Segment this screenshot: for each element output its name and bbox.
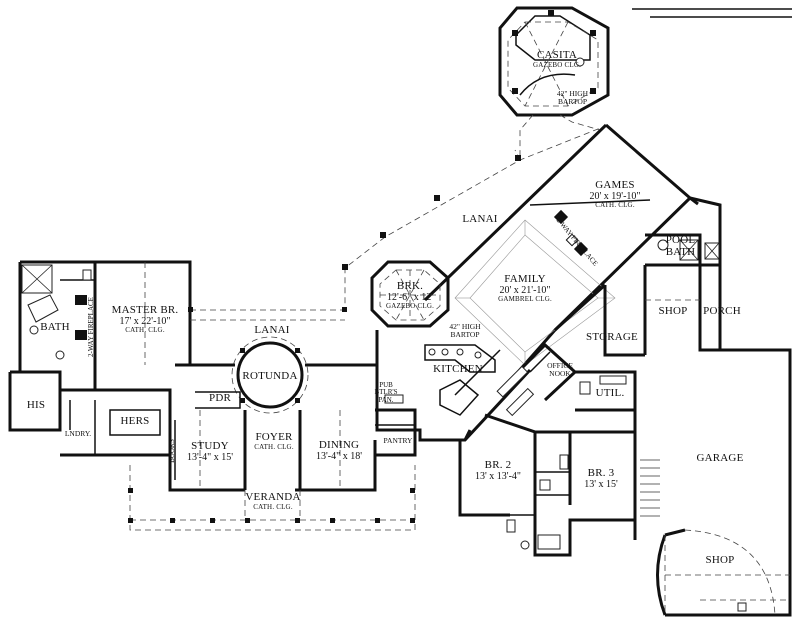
veranda-name: VERANDA (245, 491, 301, 503)
office-nook-line2: NOOK (549, 368, 571, 378)
games-label: GAMES 20' x 19'-10" CATH. CLG. (575, 179, 655, 210)
foyer-name: FOYER (255, 431, 293, 443)
games-sub: CATH. CLG. (595, 201, 635, 210)
family-name: FAMILY (504, 273, 546, 285)
pool-bath-label: POOL BATH (658, 234, 703, 258)
casita-label: CASITA GAZEBO CLG. (527, 49, 587, 69)
master-br-dim: 17' x 22'-10" (119, 315, 171, 327)
storage-label: STORAGE (586, 331, 638, 343)
br3-name: BR. 3 (587, 467, 615, 479)
util-label: UTIL. (595, 387, 625, 399)
hers-label: HERS (120, 415, 150, 427)
foyer-label: FOYER CATH. CLG. (248, 431, 300, 451)
shop-bottom-label: SHOP (705, 554, 735, 566)
garage-label: GARAGE (696, 452, 744, 464)
casita-walls (498, 6, 610, 117)
family-sub: GAMBREL CLG. (498, 295, 552, 304)
master-bath-label: BATH (40, 321, 70, 333)
pool-bath-line2: BATH (665, 245, 696, 258)
master-br-name: MASTER BR. (111, 304, 179, 316)
br3-label: BR. 3 13' x 15' (574, 467, 628, 490)
br3-dim: 13' x 15' (584, 478, 618, 490)
rotunda-label: ROTUNDA (242, 370, 298, 382)
kitchen-walls (370, 260, 578, 442)
casita-name: CASITA (536, 49, 578, 61)
butlers-pantry-label: PUB BTLR'S PAN. (370, 381, 402, 404)
veranda-label: VERANDA CATH. CLG. (240, 491, 306, 511)
kitchen-label: KITCHEN (433, 363, 483, 375)
casita-sub: GAZEBO CLG. (532, 60, 582, 69)
casita-bartop-label: 42" HIGH BARTOP (545, 90, 600, 106)
study-label: STUDY 13'-4" x 15' (178, 440, 242, 463)
br2-name: BR. 2 (484, 459, 512, 471)
kitchen-bartop-line1: 42" HIGH (449, 322, 481, 331)
bedroom-wing-walls (458, 413, 635, 557)
pool-bath-line1: POOL (665, 234, 696, 246)
books-label: BOOKS (168, 439, 176, 463)
foyer-sub: CATH. CLG. (254, 442, 294, 451)
study-dim: 13'-4" x 15' (186, 451, 233, 463)
brk-dim: 12'-6" x 12' (386, 291, 433, 303)
dining-dim: 13'-4" x 18' (315, 450, 362, 462)
family-dim: 20' x 21'-10" (499, 284, 551, 296)
service-wing-walls (553, 233, 722, 412)
master-br-sub: CATH. CLG. (125, 326, 165, 335)
dining-name: DINING (318, 439, 360, 451)
brk-label: BRK. 12'-6" x 12' GAZEBO CLG. (372, 280, 448, 311)
office-nook-label: OFFICE NOOK (540, 362, 580, 378)
butlers-pantry-line3: PAN. (378, 395, 394, 404)
br2-label: BR. 2 13' x 13'-4" (468, 459, 528, 482)
butlers-pantry-line1: PUB (379, 381, 393, 389)
study-name: STUDY (191, 440, 229, 452)
kitchen-bartop-line2: BARTOP (450, 329, 480, 339)
shop-top-label: SHOP (658, 305, 688, 317)
dining-label: DINING 13'-4" x 18' (305, 439, 373, 462)
his-label: HIS (26, 399, 46, 411)
lndry-label: LNDRY. (64, 429, 92, 438)
kitchen-bartop-label: 42" HIGH BARTOP (440, 323, 490, 339)
casita-bartop-line1: 42" HIGH (556, 89, 589, 98)
brk-sub: GAZEBO CLG. (385, 302, 435, 311)
master-fireplace-label: 2-WAY FIREPLACE (87, 297, 95, 357)
veranda-sub: CATH. CLG. (253, 502, 293, 511)
garage-walls (633, 348, 792, 617)
brk-name: BRK. (396, 280, 424, 292)
closet-walls (8, 370, 172, 457)
porch-label: PORCH (703, 305, 741, 317)
pantry-label: PANTRY (383, 436, 413, 445)
family-label: FAMILY 20' x 21'-10" GAMBREL CLG. (480, 273, 570, 304)
games-name: GAMES (595, 179, 635, 191)
butlers-pantry-line2: BTLR'S (374, 388, 398, 397)
master-br-label: MASTER BR. 17' x 22'-10" CATH. CLG. (105, 304, 185, 335)
casita-bartop-line2: BARTOP (557, 96, 587, 106)
pdr-label: PDR (209, 392, 231, 404)
central-block-walls (128, 307, 417, 531)
lanai-left-label: LANAI (254, 324, 290, 336)
lanai-top-label: LANAI (462, 213, 498, 225)
br2-dim: 13' x 13'-4" (474, 470, 521, 482)
games-dim: 20' x 19'-10" (589, 190, 641, 202)
office-nook-line1: OFFICE (547, 361, 573, 370)
